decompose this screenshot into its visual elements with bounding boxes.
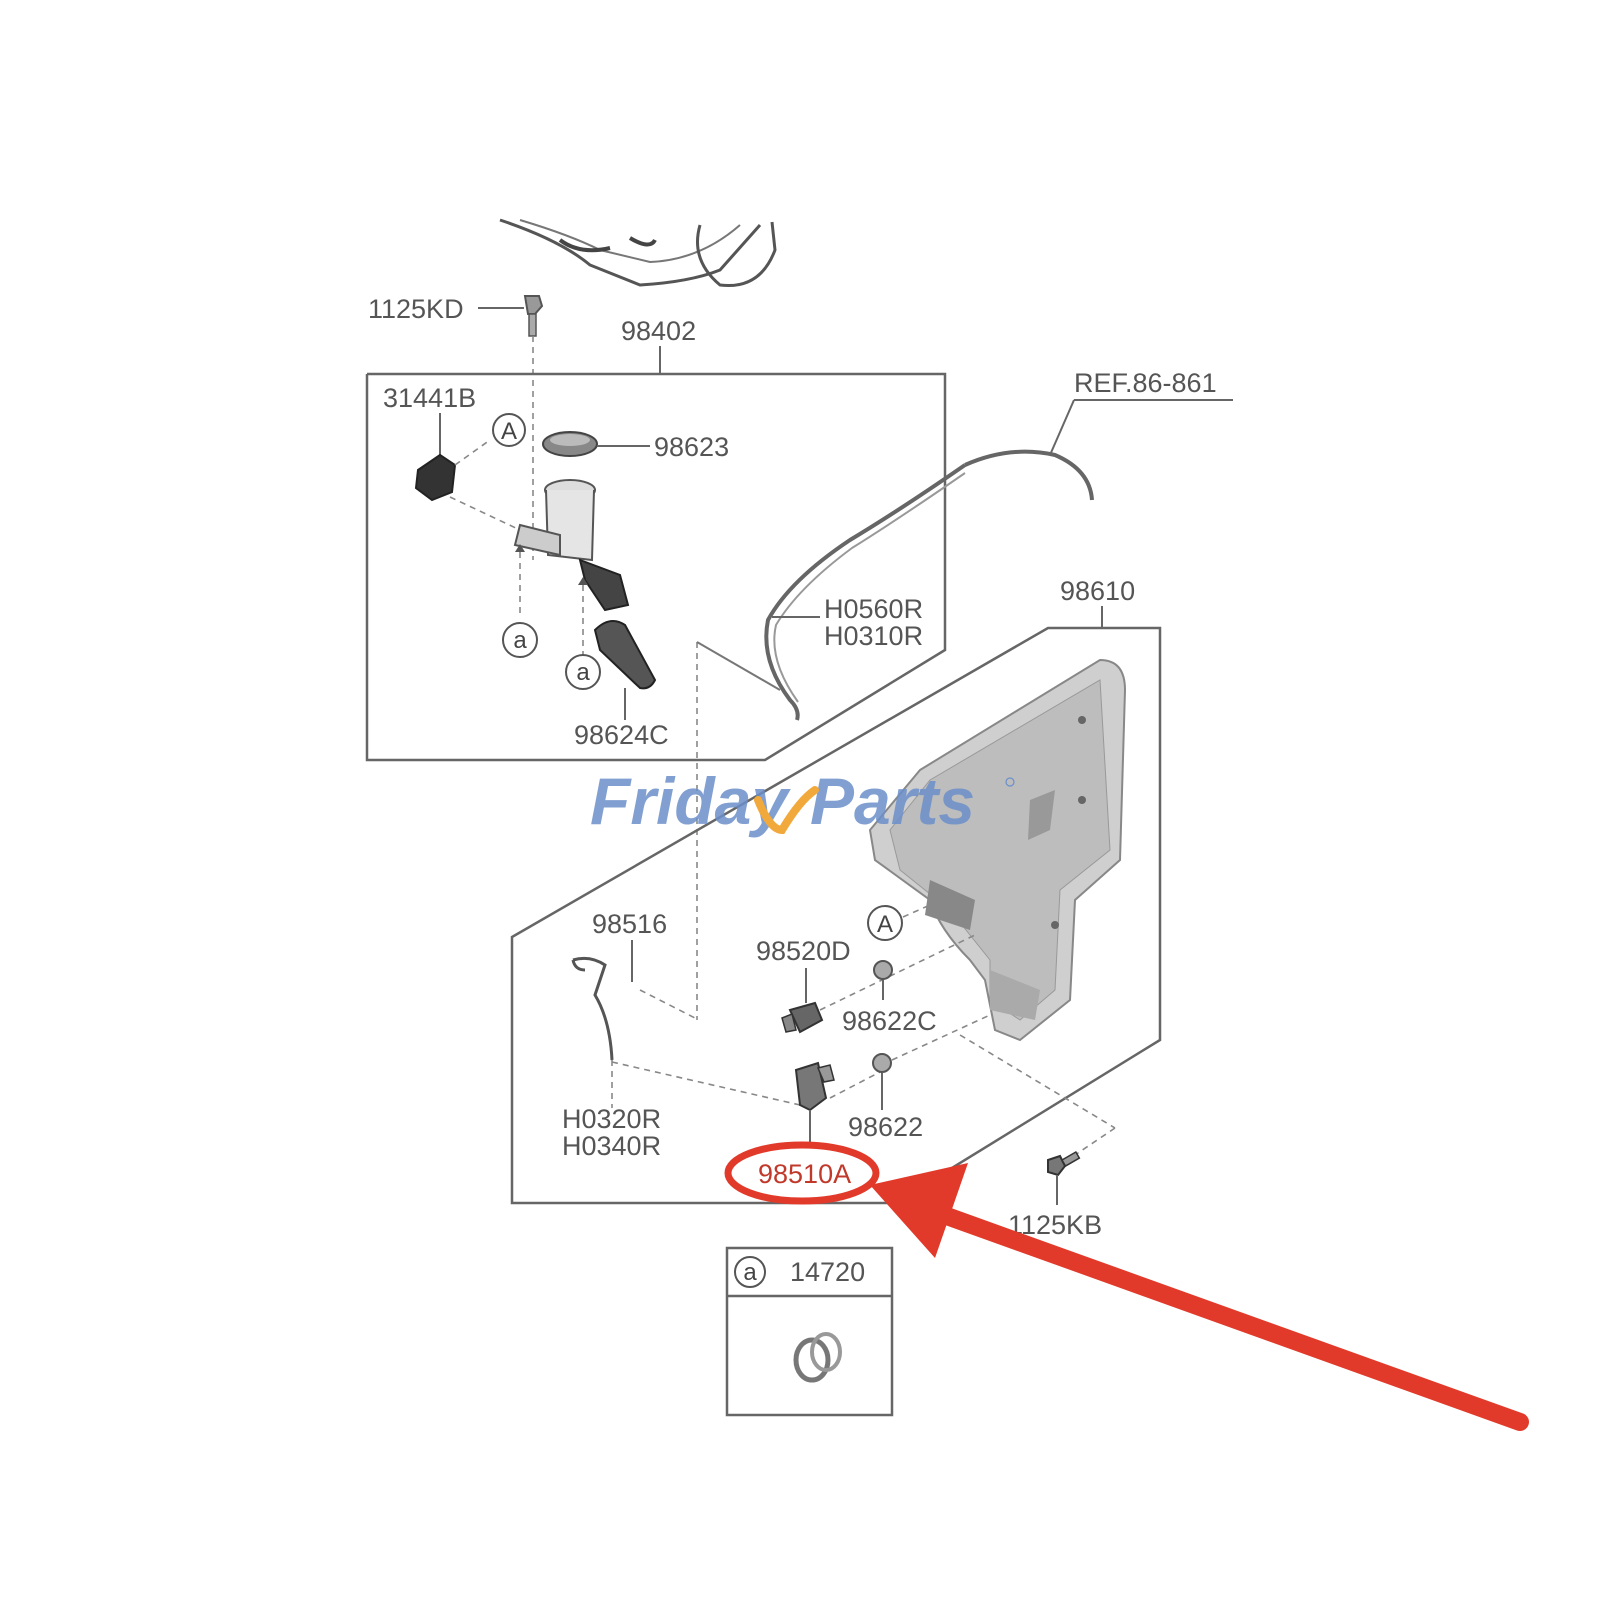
legend-14720: a 14720 (725, 1246, 894, 1417)
label-98624c: 98624C (574, 720, 669, 750)
label-h0560r: H0560R (824, 594, 923, 624)
pump-98520d (781, 1001, 824, 1034)
label-98402: 98402 (621, 316, 696, 346)
label-98622: 98622 (848, 1112, 923, 1142)
connector-31441b (414, 453, 457, 502)
label-98622c: 98622C (842, 1006, 937, 1036)
legend-marker: a (743, 1259, 757, 1286)
svg-text:Parts: Parts (810, 764, 975, 838)
marker-a-small-right: a (565, 654, 601, 690)
box-98402 (365, 372, 947, 762)
marker-a-lower: A (867, 905, 903, 941)
svg-text:a: a (513, 627, 527, 654)
label-1125kd: 1125KD (368, 294, 464, 324)
label-98623: 98623 (654, 432, 729, 462)
label-h0320r: H0320R (562, 1104, 661, 1134)
label-98516: 98516 (592, 909, 667, 939)
reservoir-tank (868, 658, 1127, 1042)
neck-seal-98624c (593, 620, 657, 690)
marker-a-upper: A (492, 413, 526, 447)
label-98510a: 98510A (758, 1159, 851, 1189)
label-14720: 14720 (790, 1257, 865, 1287)
label-98610: 98610 (1060, 576, 1135, 606)
hose-98516 (571, 956, 614, 1061)
highlight-circle (724, 1141, 880, 1205)
hose-upper (764, 449, 1094, 721)
svg-text:a: a (576, 659, 590, 686)
grommet-98622c (873, 960, 893, 980)
clamp-14720 (793, 1332, 842, 1383)
red-arrow (870, 1163, 1529, 1431)
grommet-98622 (872, 1053, 892, 1073)
label-h0340r: H0340R (562, 1131, 661, 1161)
vehicle-fragment (499, 218, 777, 288)
label-ref: REF.86-861 (1074, 368, 1217, 398)
svg-text:A: A (877, 911, 893, 938)
marker-a-small-left: a (502, 622, 538, 658)
pump-98510a (794, 1061, 835, 1112)
label-31441b: 31441B (383, 383, 476, 413)
label-h0310r: H0310R (824, 621, 923, 651)
svg-text:A: A (501, 418, 517, 445)
watermark-logo: Friday Parts (590, 764, 1015, 838)
bolt-1125kb (1047, 1150, 1081, 1177)
filler-neck (513, 479, 630, 612)
cap-98623 (542, 431, 598, 457)
label-98520d: 98520D (756, 936, 851, 966)
